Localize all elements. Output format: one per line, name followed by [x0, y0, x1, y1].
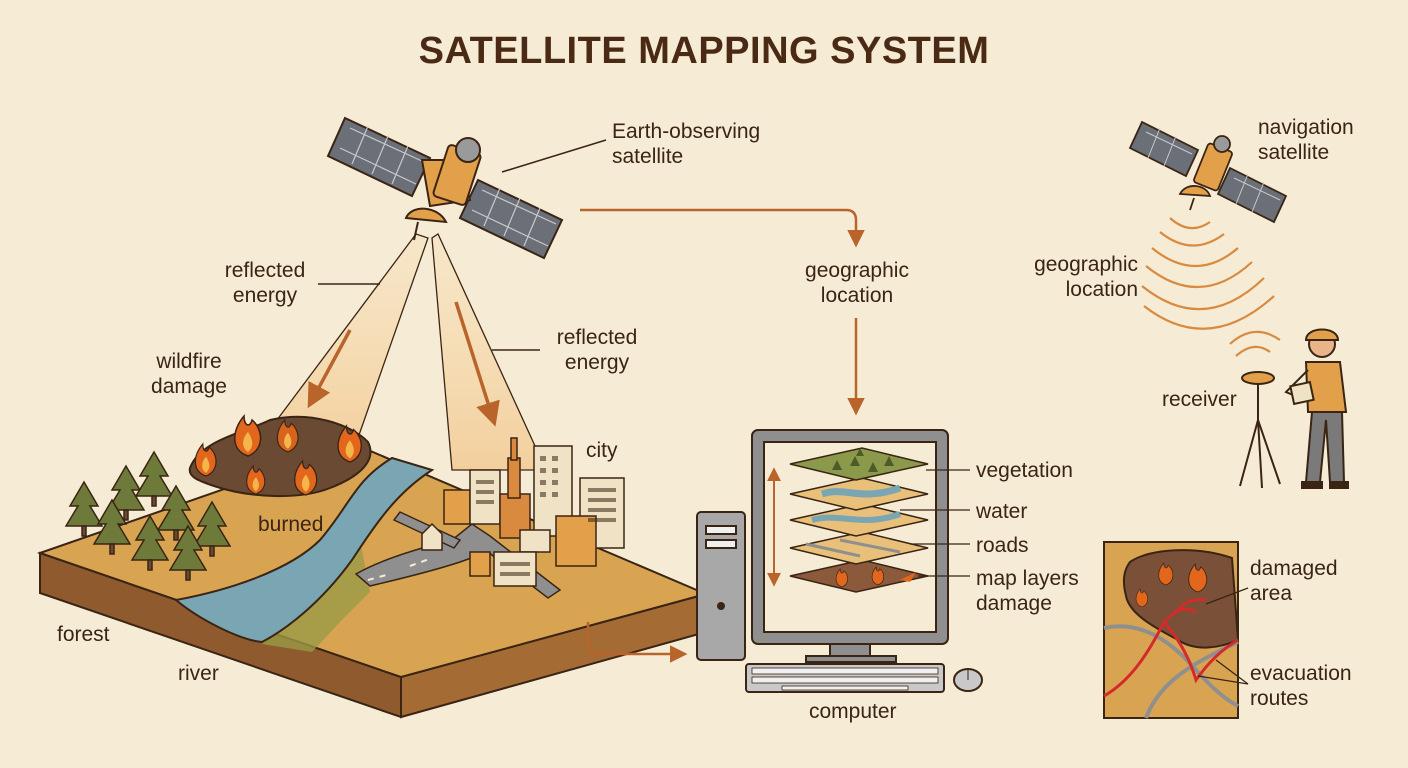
- gps-receiver-surveyor: [1239, 328, 1349, 489]
- terrain-block: [36, 415, 710, 719]
- reflected-energy-beams: [260, 233, 548, 471]
- forest-trees: [64, 450, 232, 581]
- label-map-layers-damage: map layers damage: [976, 567, 1079, 615]
- label-forest: forest: [57, 623, 110, 646]
- road-main: [354, 523, 562, 599]
- label-burned: burned: [258, 513, 324, 536]
- label-vegetation: vegetation: [976, 459, 1073, 482]
- label-navigation-satellite: navigation satellite: [1258, 116, 1354, 164]
- label-water: water: [976, 500, 1028, 523]
- label-evacuation-routes: evacuation routes: [1250, 662, 1352, 710]
- evacuation-map: [1103, 541, 1249, 719]
- leader-lines: [318, 283, 540, 351]
- map-layer-stack: [767, 447, 970, 593]
- label-receiver: receiver: [1162, 388, 1237, 411]
- label-geographic-location-right: geographic location: [1034, 253, 1138, 301]
- page-title: SATELLITE MAPPING SYSTEM: [418, 30, 990, 72]
- label-earth-observing-satellite: Earth-observing satellite: [612, 120, 761, 168]
- river: [173, 456, 435, 644]
- label-reflected-energy-left: reflected energy: [224, 259, 306, 307]
- earth-satellite-leader: [501, 139, 607, 173]
- beam-arrow-right: [454, 301, 500, 427]
- beam-arrow-left: [307, 329, 352, 409]
- label-wildfire-damage: wildfire damage: [151, 350, 227, 398]
- label-reflected-energy-right: reflected energy: [556, 326, 638, 374]
- wildfire-flames: [194, 413, 362, 496]
- label-river: river: [178, 662, 219, 685]
- earth-observing-satellite-icon: [326, 116, 607, 260]
- city-buildings: [421, 437, 625, 587]
- label-damaged-area: damaged area: [1250, 557, 1338, 605]
- label-city: city: [586, 439, 618, 462]
- flow-arrows: [580, 208, 865, 663]
- label-roads: roads: [976, 534, 1029, 557]
- navigation-satellite-icon: [1128, 120, 1288, 224]
- label-geographic-location-center: geographic location: [805, 259, 909, 307]
- navigation-signal-arcs: [1141, 217, 1281, 357]
- label-computer: computer: [809, 700, 897, 723]
